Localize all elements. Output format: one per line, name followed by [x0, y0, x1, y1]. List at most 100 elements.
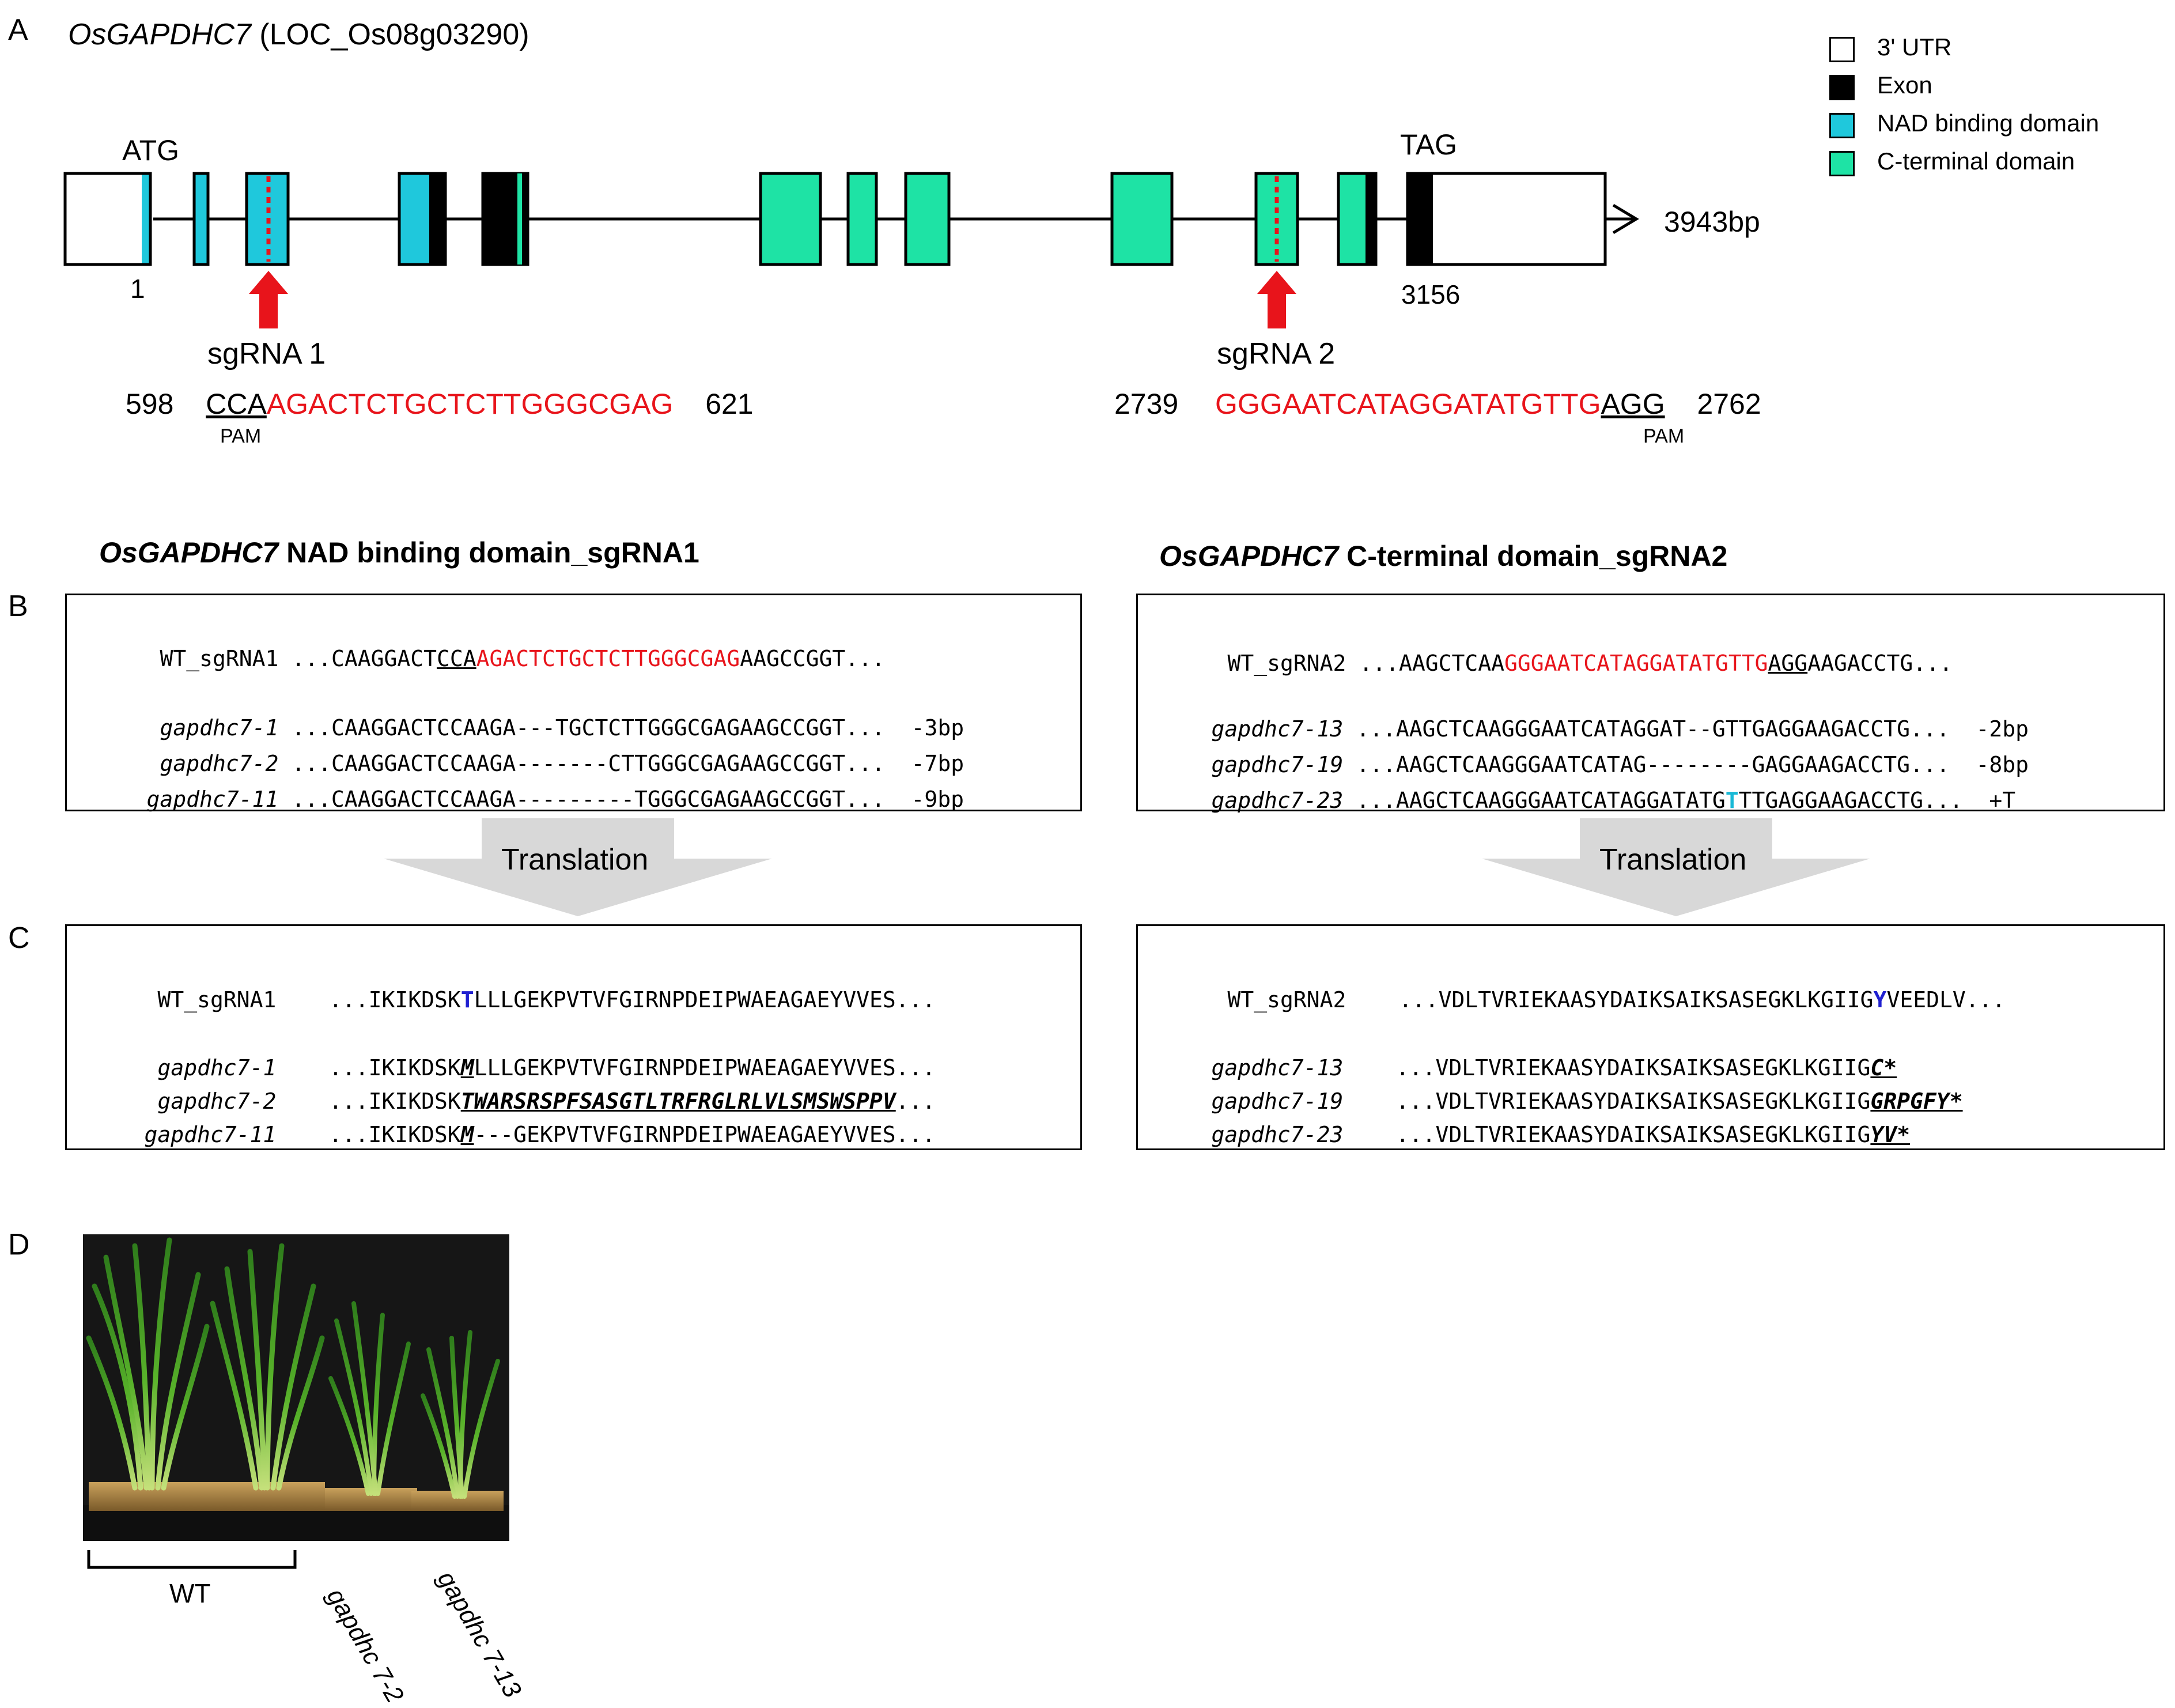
protein-seq-post: ...	[895, 1089, 936, 1114]
sgrna2-pam: AGG	[1601, 388, 1665, 420]
mutant-residues: TWARSRSPFSASGTLTRFRGLRLVLSMSWSPPV	[460, 1089, 896, 1114]
protein-seq-pre: ...VDLTVRIEKAASYDAIKSAIKSASEGKLKGIIG	[1395, 1055, 1871, 1080]
protein-seq-pre: ...IKIKDSK	[328, 1089, 461, 1114]
indel-size: -9bp	[911, 787, 964, 812]
mutant-residues: GRPGFY*	[1870, 1089, 1963, 1114]
legend-swatch-cterm	[1829, 151, 1855, 176]
panel-b-left-title: OsGAPDHC7 NAD binding domain_sgRNA1	[99, 536, 699, 569]
indel-size: +T	[1989, 788, 2016, 813]
mutant-residues: M	[460, 1055, 474, 1080]
gene-structure-diagram	[63, 172, 1639, 328]
dna-seq-post: AAGCCGGT...	[740, 646, 885, 671]
mutant-residues: M	[460, 1122, 474, 1147]
protein-box-sgrna1: WT_sgRNA1 ...IKIKDSKTLLLGEKPVTVFGIRNPDEI…	[65, 924, 1082, 1150]
panel-b-right-title: OsGAPDHC7 C-terminal domain_sgRNA2	[1159, 539, 1727, 573]
dna-box-sgrna2: WT_sgRNA2 ...AAGCTCAAGGGAATCATAGGATATGTT…	[1136, 594, 2165, 813]
exon-last	[1408, 173, 1433, 264]
panel-label-b: B	[8, 590, 28, 623]
mutant-dna-row: gapdhc7-23 ...AAGCTCAAGGGAATCATAGGATATGT…	[1159, 762, 2016, 838]
row-name: gapdhc7-13	[1211, 1055, 1344, 1080]
mutant-dna-row: gapdhc7-1 ...CAAGGACTCCAAGA---TGCTCTTGGG…	[107, 690, 964, 766]
sgrna2-sequence-line: 2739 GGGAATCATAGGATATGTTGAGG 2762	[1114, 387, 1761, 421]
pos-stop-label: 3156	[1401, 279, 1461, 309]
sgrna2-end-pos: 2762	[1697, 388, 1761, 420]
exon-6-cterm	[759, 172, 822, 266]
sgrna2-arrow	[1257, 271, 1296, 328]
exon-7-cterm	[846, 172, 878, 266]
panel-b-right-gene: OsGAPDHC7	[1159, 540, 1339, 572]
seedling-photo	[83, 1234, 509, 1541]
translation-label-right: Translation	[1599, 843, 1747, 876]
inserted-base: T	[1725, 788, 1739, 813]
panel-b-right-domain: C-terminal domain_sgRNA2	[1338, 540, 1728, 572]
exon-1-nad	[142, 173, 150, 264]
wt-label: WT	[169, 1578, 211, 1608]
arrow-head	[1612, 203, 1639, 235]
dna-seq: ...CAAGGACTCCAAGA---TGCTCTTGGGCGAGAAGCCG…	[292, 715, 885, 740]
mutant-residues: YV*	[1870, 1122, 1911, 1147]
protein-seq-pre: ...IKIKDSK	[328, 1122, 461, 1147]
sgrna2-start-pos: 2739	[1114, 388, 1179, 420]
mutant-protein-row: gapdhc7-19 ...VDLTVRIEKAASYDAIKSAIKSASEG…	[1159, 1063, 1963, 1139]
row-name: gapdhc7-2	[157, 1089, 277, 1114]
legend-label-exon: Exon	[1877, 71, 1932, 99]
row-name: gapdhc7-11	[146, 787, 279, 812]
translation-arrows	[384, 818, 1870, 916]
exon-9-cterm	[1110, 172, 1174, 266]
protein-seq-pre: ...VDLTVRIEKAASYDAIKSAIKSASEGKLKGIIG	[1395, 1089, 1871, 1114]
legend-swatch-nad	[1829, 113, 1855, 138]
sgrna1-start-pos: 598	[126, 388, 174, 420]
dna-seq: ...AAGCTCAAGGGAATCATAG--------GAGGAAGACC…	[1356, 752, 1950, 777]
row-name: gapdhc7-19	[1211, 752, 1344, 777]
sgrna2-pam-label: PAM	[1643, 425, 1685, 447]
mutant-dna-row: gapdhc7-13 ...AAGCTCAAGGGAATCATAGGAT--GT…	[1159, 691, 2029, 767]
sgrna1-label: sgRNA 1	[207, 337, 326, 371]
row-name: WT_sgRNA2	[1227, 987, 1346, 1012]
dna-seq: ...AAGCTCAAGGGAATCATAGGAT--GTTGAGGAAGACC…	[1356, 716, 1950, 742]
protein-seq-pre: ...VDLTVRIEKAASYDAIKSAIKSASEGKLKGIIG	[1395, 1122, 1871, 1147]
panel-label-d: D	[8, 1228, 30, 1261]
dna-seq-pre: ...AAGCTCAAGGGAATCATAGGATATG	[1356, 788, 1726, 813]
mutant-protein-row: gapdhc7-1 ...IKIKDSKMLLLGEKPVTVFGIRNPDEI…	[105, 1030, 936, 1106]
dna-target: GGGAATCATAGGATATGTTG	[1504, 651, 1768, 676]
row-name: gapdhc7-2	[160, 751, 279, 776]
translation-label-left: Translation	[501, 843, 649, 876]
indel-size: -3bp	[911, 715, 964, 740]
dna-seq: ...CAAGGACTCCAAGA---------TGGGCGAGAAGCCG…	[292, 787, 885, 812]
dna-seq-post: AAGACCTG...	[1807, 651, 1953, 676]
row-name: gapdhc7-23	[1211, 1122, 1344, 1147]
row-name: gapdhc7-23	[1211, 788, 1344, 813]
target-residue: T	[460, 987, 474, 1012]
pos-start-label: 1	[130, 274, 145, 304]
atg-label: ATG	[122, 134, 180, 167]
row-name: gapdhc7-11	[144, 1122, 277, 1147]
mutant-protein-row: gapdhc7-11 ...IKIKDSKM---GEKPVTVFGIRNPDE…	[92, 1097, 936, 1173]
protein-box-sgrna2: WT_sgRNA2 ...VDLTVRIEKAASYDAIKSAIKSASEGK…	[1136, 924, 2165, 1150]
protein-seq-pre: ...VDLTVRIEKAASYDAIKSAIKSASEGKLKGIIG	[1398, 987, 1874, 1012]
protein-seq-post: VEEDLV...	[1886, 987, 2006, 1012]
row-name: gapdhc7-1	[160, 715, 279, 740]
mutant-protein-row: gapdhc7-23 ...VDLTVRIEKAASYDAIKSAIKSASEG…	[1159, 1097, 1911, 1173]
row-name: WT_sgRNA1	[157, 987, 277, 1012]
exon-2-nad	[192, 172, 210, 266]
mutant-dna-row: gapdhc7-11 ...CAAGGACTCCAAGA---------TGG…	[94, 761, 964, 837]
gene-title: OsGAPDHC7 (LOC_Os08g03290)	[68, 17, 529, 52]
wt-sgrna2-protein-row: WT_sgRNA2 ...VDLTVRIEKAASYDAIKSAIKSASEGK…	[1175, 962, 2006, 1038]
legend-label-cterm: C-terminal domain	[1877, 148, 2075, 175]
tag-label: TAG	[1400, 129, 1458, 161]
wt-bracket	[87, 1550, 297, 1569]
indel-size: -7bp	[911, 751, 964, 776]
exon-8-cterm	[904, 172, 951, 266]
row-name: WT_sgRNA2	[1227, 651, 1346, 676]
translation-arrow-left	[384, 818, 772, 916]
dna-seq: ...CAAGGACTCCAAGA-------CTTGGGCGAGAAGCCG…	[292, 751, 885, 776]
sgrna2-target-seq: GGGAATCATAGGATATGTTG	[1215, 388, 1601, 420]
sgrna1-target-seq: AGACTCTGCTCTTGGGCGAG	[266, 388, 674, 420]
dna-pam: CCA	[436, 646, 476, 671]
sgrna1-sequence-line: 598 CCAAGACTCTGCTCTTGGGCGAG 621	[126, 387, 754, 421]
dna-target: AGACTCTGCTCTTGGGCGAG	[476, 646, 740, 671]
protein-seq-pre: ...IKIKDSK	[328, 987, 461, 1012]
panel-b-left-domain: NAD binding domain_sgRNA1	[278, 536, 699, 569]
gene-name: OsGAPDHC7	[68, 18, 251, 51]
wt-sgrna1-dna-row: WT_sgRNA1 ...CAAGGACTCCAAGACTCTGCTCTTGGG…	[107, 621, 885, 697]
